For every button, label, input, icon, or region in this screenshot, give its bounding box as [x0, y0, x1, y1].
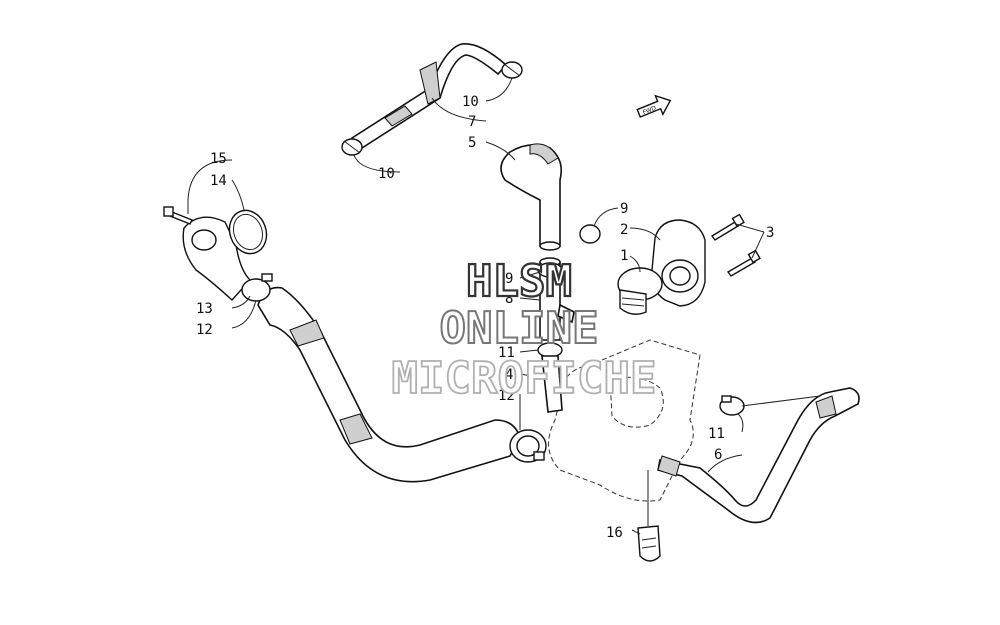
watermark-line-2: ONLINE	[440, 303, 599, 354]
clamp-12-lower	[509, 429, 547, 463]
clamp-10-upper	[501, 61, 523, 79]
callout-10-lower: 10	[378, 166, 395, 182]
callout-6: 6	[714, 447, 722, 463]
callout-12-lower: 12	[498, 388, 515, 404]
thermostat-1	[617, 267, 663, 315]
outlet-elbow-15	[163, 206, 251, 301]
front-arrow-label: FWD	[642, 105, 658, 117]
callout-11-middle: 11	[498, 345, 515, 361]
clamp-9-lower	[537, 262, 563, 278]
callout-9-lower: 9	[505, 271, 513, 287]
leader-lines	[187, 77, 821, 535]
clip-16	[637, 525, 661, 562]
callouts: 15 14 13 12 10 7 10 5 9 2 3 1 9 8 11 4 1…	[196, 94, 774, 541]
callout-7: 7	[468, 114, 476, 130]
hose-4	[541, 355, 563, 413]
callout-12-upper: 12	[196, 322, 213, 338]
watermark-line-3: MICROFICHE	[392, 353, 657, 404]
callout-11-right: 11	[708, 426, 725, 442]
callout-1: 1	[620, 248, 628, 264]
callout-9-upper: 9	[620, 201, 628, 217]
hose-5	[500, 143, 563, 251]
clamp-9-upper	[579, 224, 601, 244]
callout-15: 15	[210, 151, 227, 167]
bolt-3-lower	[726, 249, 761, 277]
callout-2: 2	[620, 222, 628, 238]
callout-14: 14	[210, 173, 227, 189]
hose-13	[257, 286, 521, 483]
clamp-10-lower	[341, 138, 363, 156]
callout-16: 16	[606, 525, 623, 541]
callout-10-upper: 10	[462, 94, 479, 110]
hose-7	[350, 43, 508, 150]
callout-8: 8	[505, 291, 513, 307]
thermostat-cover-2	[651, 219, 706, 307]
front-arrow-icon: FWD	[636, 94, 672, 118]
bolt-3-upper	[710, 213, 745, 241]
watermark: HLSM ONLINE MICROFICHE	[391, 255, 658, 405]
o-ring-14	[228, 209, 268, 255]
callout-5: 5	[468, 135, 476, 151]
callout-13: 13	[196, 301, 213, 317]
callout-4: 4	[505, 367, 513, 383]
callout-3: 3	[766, 225, 774, 241]
clamp-11-right	[719, 395, 745, 416]
watermark-line-1: HLSM	[466, 256, 572, 307]
water-pump-ghost	[548, 339, 701, 502]
hose-6	[657, 387, 860, 524]
